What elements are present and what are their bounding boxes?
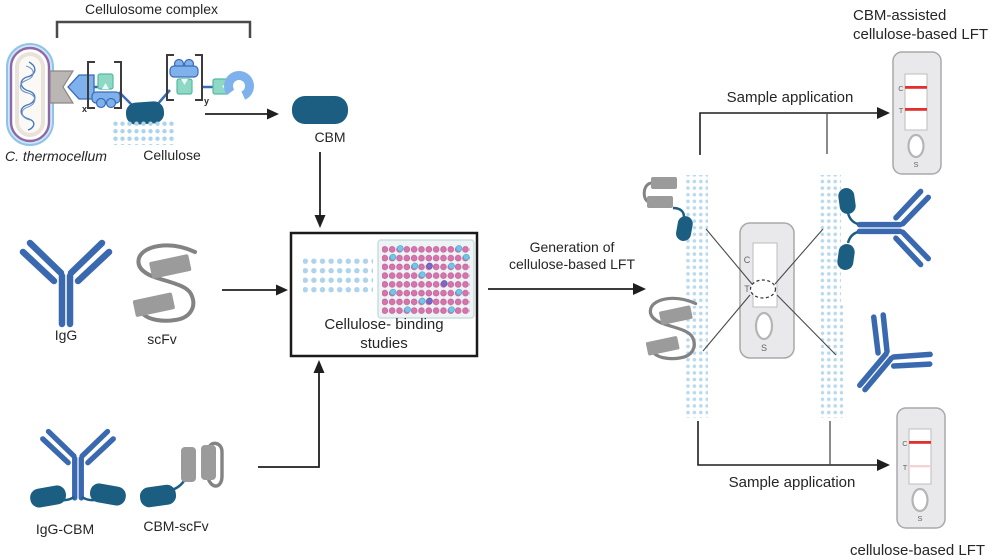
cbm-assisted-title-line1: CBM-assisted: [853, 7, 947, 24]
sample-well: [911, 487, 929, 513]
igg-near-cellulose: [834, 311, 934, 411]
control-line-label: C: [898, 84, 904, 93]
organism-label: C. thermocellum: [5, 148, 107, 164]
test-line: [905, 108, 927, 111]
anchor-protein: [49, 70, 75, 104]
igg-antibody: [23, 243, 109, 324]
cellulose-label: Cellulose: [143, 147, 201, 163]
cellulose-based-lft-title: cellulose-based LFT: [850, 542, 986, 559]
cellulose-strip-top-right: [819, 175, 841, 303]
cellulosome-complex-label: Cellulosome complex: [84, 1, 219, 17]
test-line-label: T: [903, 463, 908, 472]
pointer-lines: [702, 228, 837, 356]
cellulosome-complex-diagram: x y: [6, 20, 254, 146]
control-line-label: C: [744, 255, 751, 265]
bottom-sample-application-arrow: [697, 421, 890, 471]
sample-well: [754, 311, 774, 341]
cbm-label: CBM: [314, 129, 346, 145]
binding-studies-box: [289, 231, 479, 358]
bracket-x: [87, 61, 122, 109]
microplate: [377, 239, 475, 319]
arrow-conjugates-to-box: [258, 360, 325, 468]
arrow-binders-to-box: [222, 284, 288, 296]
scfv-label: scFv: [147, 331, 177, 347]
cbm-scfv-label: CBM-scFv: [143, 518, 209, 534]
sample-well-label: S: [913, 160, 918, 169]
binding-test-panel: C T S: [642, 175, 934, 418]
cyan-wells: [389, 245, 470, 313]
arrow-cbm-to-box: [314, 152, 326, 228]
binding-box-line1: Cellulose- binding: [324, 316, 444, 333]
bracket-y: [166, 54, 203, 101]
sample-well: [907, 133, 925, 159]
cellulose-sample: [303, 256, 373, 293]
test-line-zoom-oval: [749, 279, 777, 299]
igg-label: IgG: [54, 327, 78, 343]
generation-label: Generation of cellulose-based LFT: [488, 239, 656, 273]
purple-wells: [426, 262, 448, 305]
generation-line1: Generation of: [529, 239, 615, 255]
lft-device-cbm-assisted: C T S: [892, 51, 942, 175]
test-line-label: T: [744, 284, 750, 294]
dna-squiggle-2: [19, 65, 36, 121]
scfv-fragment: [130, 243, 197, 323]
arrow-generation: [488, 283, 646, 295]
lft-device-cellulose-based: C T S: [896, 407, 946, 529]
igg-cbm-label: IgG-CBM: [35, 521, 95, 537]
generation-line2: cellulose-based LFT: [508, 256, 636, 272]
cellulose-strip-bottom-right: [821, 303, 843, 418]
enzyme-c-shape: [224, 71, 254, 101]
sample-well-label: S: [917, 514, 922, 523]
cellulosome-bracket: [55, 20, 252, 38]
binding-box-line2: studies: [360, 335, 408, 352]
bracket-y-subscript: y: [204, 96, 209, 106]
top-sample-application-arrow: [699, 107, 890, 155]
cbm-blob: [292, 96, 348, 124]
control-line-label: C: [902, 439, 908, 448]
cbm-assisted-lft-title: CBM-assisted cellulose-based LFT: [853, 6, 995, 44]
dockerin-arrow: [67, 74, 95, 100]
sample-application-bottom-label: Sample application: [728, 474, 856, 491]
cohesin-module-x: [87, 61, 122, 109]
igg-cbm-on-cellulose: [837, 188, 928, 270]
test-line-faint: [909, 465, 931, 468]
cbm-scfv-on-cellulose: [642, 177, 693, 242]
bacterium: [6, 43, 54, 146]
cohesin-module-y: [166, 54, 203, 101]
cellulosome-cbm-blob: [125, 101, 165, 125]
control-line: [905, 86, 927, 89]
arrow-to-cbm: [205, 108, 279, 120]
control-line: [909, 441, 931, 444]
binding-box-title: Cellulose- binding studies: [294, 315, 474, 353]
sample-well-label: S: [761, 343, 767, 353]
cellulose-strip-top-left: [686, 175, 708, 303]
cellulose-patch: [112, 121, 174, 145]
bracket-x-subscript: x: [82, 104, 87, 114]
cellulose-strip-bottom-left: [686, 306, 708, 418]
test-line-label: T: [899, 106, 904, 115]
sample-application-top-label: Sample application: [726, 89, 854, 106]
cbm-scfv-conjugate: [139, 441, 224, 508]
igg-cbm-conjugate: [30, 432, 126, 508]
cbm-assisted-title-line2: cellulose-based LFT: [853, 26, 989, 43]
